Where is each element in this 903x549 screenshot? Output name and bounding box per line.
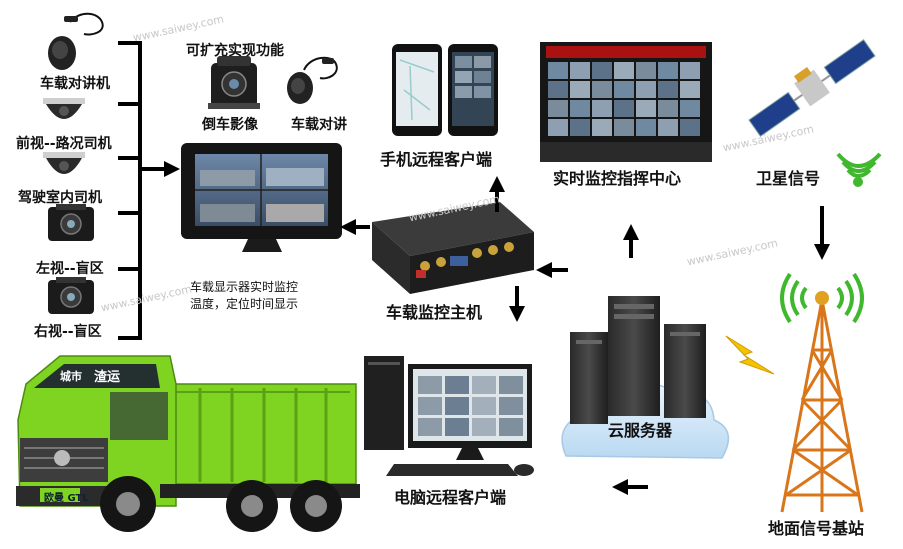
video-tile	[658, 81, 678, 98]
video-tile	[445, 376, 469, 394]
right-box-camera	[48, 277, 94, 314]
truck-cab-text-1: 城市	[60, 370, 82, 383]
label-pc-client: 电脑远程客户端	[394, 488, 507, 507]
video-tile	[445, 397, 469, 415]
video-tile	[445, 418, 469, 436]
lightning-icon	[725, 335, 775, 375]
vehicle-monitor	[181, 143, 342, 252]
talk-device	[287, 56, 338, 104]
satellite-signal-icon	[836, 152, 882, 187]
video-tile	[472, 418, 496, 436]
mobile-phones	[392, 44, 498, 136]
truck-cab-text-2: 渣运	[94, 370, 121, 385]
video-tile	[570, 100, 590, 117]
video-tile	[548, 100, 568, 117]
label-cab-camera: 驾驶室内司机	[18, 190, 102, 206]
label-mobile-client: 手机远程客户端	[380, 150, 493, 169]
label-front-camera: 前视--路况司机	[16, 136, 112, 152]
label-intercom: 车载对讲机	[40, 76, 110, 92]
video-tile	[658, 62, 678, 79]
video-tile	[418, 397, 442, 415]
satellite	[748, 38, 876, 138]
command-center-wall	[540, 42, 712, 162]
video-tile	[570, 119, 590, 136]
video-tile	[418, 376, 442, 394]
video-tile	[548, 81, 568, 98]
video-tile	[636, 62, 656, 79]
video-tile	[592, 119, 612, 136]
label-talk: 车载对讲	[291, 117, 347, 133]
video-tile	[614, 100, 634, 117]
video-tile	[636, 100, 656, 117]
video-tile	[570, 62, 590, 79]
video-tile	[418, 418, 442, 436]
video-tile	[472, 376, 496, 394]
tower-signal-icon	[780, 272, 864, 324]
front-dome-camera	[43, 98, 85, 119]
video-tile	[570, 81, 590, 98]
video-tile	[636, 81, 656, 98]
video-tile	[499, 418, 523, 436]
video-tile	[680, 100, 700, 117]
label-cloud-server: 云服务器	[608, 421, 673, 440]
cloud-servers	[570, 296, 706, 424]
tower-beacon	[815, 291, 829, 305]
video-tile	[658, 100, 678, 117]
video-tile	[680, 81, 700, 98]
label-dvr-host: 车载监控主机	[386, 303, 483, 322]
dvr-host	[372, 202, 534, 294]
label-display-line2: 温度，定位时间显示	[190, 297, 299, 311]
video-tile	[592, 100, 612, 117]
video-tile	[499, 397, 523, 415]
truck	[16, 355, 360, 532]
label-expand: 可扩充实现功能	[186, 43, 284, 59]
video-tile	[592, 81, 612, 98]
video-tile	[472, 397, 496, 415]
video-tile	[614, 119, 634, 136]
video-tile	[614, 81, 634, 98]
reverse-camera	[208, 56, 260, 109]
video-tile	[499, 376, 523, 394]
cab-dome-camera	[43, 152, 85, 174]
camera-bus	[118, 41, 180, 340]
video-tile	[680, 62, 700, 79]
intercom-device	[48, 12, 104, 70]
label-left-camera: 左视--盲区	[36, 261, 104, 277]
truck-brand: 欧曼 GTL	[44, 493, 89, 504]
label-reverse: 倒车影像	[202, 117, 258, 133]
pc-workstation	[364, 356, 534, 476]
video-tile	[636, 119, 656, 136]
left-box-camera	[48, 204, 94, 241]
video-tile	[614, 62, 634, 79]
video-tile	[592, 62, 612, 79]
video-tile	[548, 62, 568, 79]
label-satellite: 卫星信号	[756, 169, 821, 188]
video-tile	[658, 119, 678, 136]
label-display-line1: 车载显示器实时监控	[190, 280, 299, 294]
label-command-center: 实时监控指挥中心	[553, 169, 682, 188]
signal-tower	[780, 299, 864, 513]
label-right-camera: 右视--盲区	[34, 324, 102, 340]
video-tile	[680, 119, 700, 136]
label-tower: 地面信号基站	[768, 519, 865, 538]
video-tile	[548, 119, 568, 136]
